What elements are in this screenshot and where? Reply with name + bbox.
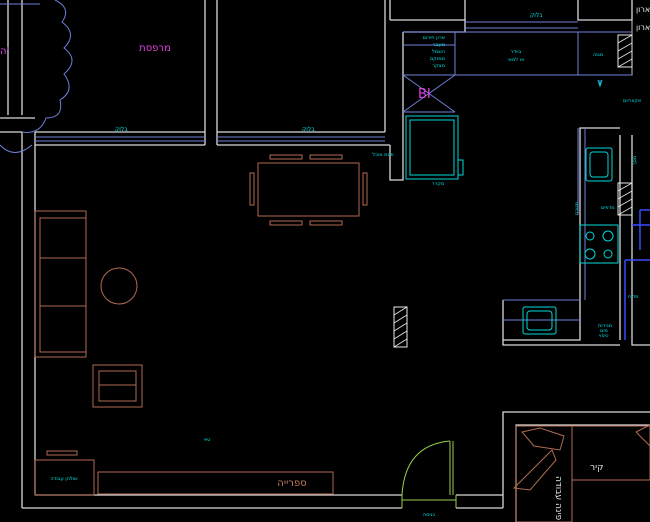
svg-text:מצקר: מצקר [432, 63, 445, 69]
glass-lines [0, 0, 650, 340]
label-bi: BI [418, 87, 431, 102]
svg-text:ארון: ארון [636, 5, 650, 14]
svg-text:מדפים: מדפים [601, 205, 615, 211]
svg-text:מים: מים [600, 328, 608, 334]
svg-text:פינה עבודה: פינה עבודה [553, 476, 563, 520]
svg-text:כיסוי: כיסוי [599, 333, 609, 339]
svg-text:מטבח: מטבח [574, 202, 580, 215]
svg-text:ממוקם: ממוקם [430, 56, 445, 62]
svg-text:מסך: מסך [632, 156, 638, 165]
cooktop-icon [579, 224, 619, 264]
label-balcony-partial: ה' [0, 46, 9, 57]
svg-text:פינת אוכל: פינת אוכל [372, 152, 393, 158]
svg-text:מגוה: מגוה [593, 52, 603, 58]
hatched-columns [393, 34, 633, 348]
kitchen-appliances [405, 79, 619, 335]
sink-right [585, 147, 613, 182]
label-glass-2: בלוק [302, 126, 315, 133]
label-glass-1: בלוק [115, 126, 128, 133]
svg-text:או למאי: או למאי [508, 57, 525, 63]
svg-text:בוידר: בוידר [511, 49, 522, 55]
sofa [34, 210, 87, 358]
sink-bottom [522, 306, 557, 335]
svg-text:שולחן עבודה: שולחן עבודה [50, 476, 78, 482]
svg-text:מקרר: מקרר [432, 181, 445, 187]
label-glass-top: בלוק [530, 12, 543, 19]
tv-cabinet [34, 459, 95, 496]
svg-text:טיוי: טיוי [204, 437, 211, 443]
svg-text:ספרייה: ספרייה [277, 478, 306, 489]
svg-text:מגירות: מגירות [598, 323, 612, 329]
svg-text:ארון: ארון [636, 23, 650, 32]
svg-text:מדיח: מדיח [628, 294, 639, 300]
labels: מרפסת ה' BI בלוק בלוק בלוק ארון חירום מע… [0, 12, 641, 520]
fridge [405, 115, 459, 180]
label-balcony: מרפסת [139, 43, 171, 54]
library-shelf [97, 471, 334, 495]
furniture [34, 154, 650, 522]
svg-text:קיר: קיר [590, 463, 603, 473]
svg-text:מעבר: מעבר [433, 42, 445, 48]
coffee-table [100, 267, 138, 305]
svg-text:השמל: השמל [432, 49, 445, 55]
dining-table [257, 162, 360, 217]
armchair [92, 364, 143, 408]
right-edge-markers: ארון ארון [636, 5, 650, 32]
svg-text:אקווריום: אקווריום [623, 98, 641, 104]
svg-text:כניסה: כניסה [423, 512, 436, 518]
svg-text:ארון חירום: ארון חירום [423, 35, 445, 41]
entrance-door [401, 440, 457, 508]
